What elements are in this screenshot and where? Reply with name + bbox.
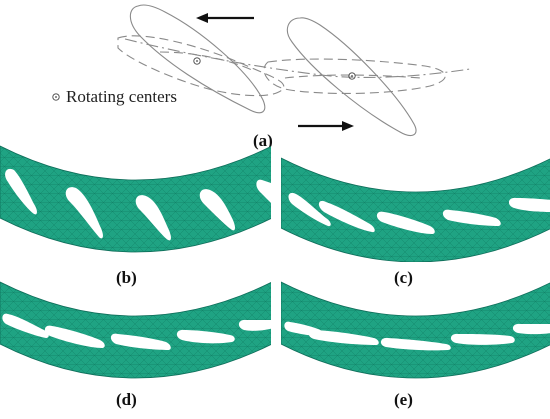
mesh-band	[281, 157, 550, 262]
blade-hole	[513, 323, 550, 335]
blade-right-outline	[286, 17, 417, 136]
blades	[5, 168, 271, 241]
blade-left-swept-path	[117, 35, 285, 97]
panel-a-schematic: Rotating centers (a)	[52, 4, 471, 150]
panel-e-mesh	[281, 281, 550, 379]
legend: Rotating centers	[52, 87, 177, 106]
arrow-left-icon	[196, 13, 254, 23]
panel-e-label: (e)	[394, 390, 413, 409]
blade-hole	[256, 179, 271, 203]
blade-hole	[135, 195, 171, 241]
panel-a-label: (a)	[253, 131, 273, 150]
blade-hole	[199, 189, 235, 231]
blade-hole	[5, 168, 37, 215]
rotating-center-icon	[348, 72, 356, 80]
blade-hole	[509, 197, 550, 212]
blade-hole	[239, 319, 271, 331]
motion-centerline	[124, 38, 471, 78]
arrow-right-icon	[298, 121, 354, 131]
blade-hole	[450, 333, 515, 345]
panel-c-mesh	[281, 157, 550, 262]
blade-right-swept-path	[263, 58, 446, 95]
mesh-band	[0, 281, 271, 379]
blades	[2, 313, 271, 350]
panel-d-label: (d)	[116, 390, 137, 409]
blade-hole	[442, 209, 501, 226]
rotating-center-icon	[52, 93, 60, 101]
blade-hole	[65, 187, 103, 239]
mesh-band	[0, 145, 271, 253]
blade-hole	[176, 329, 235, 344]
blade-hole	[318, 200, 375, 233]
blades	[288, 192, 550, 234]
rotating-center-icon	[193, 57, 201, 65]
blade-hole	[44, 325, 105, 348]
panel-d-mesh	[0, 281, 271, 379]
blade-right-swept-path-inner	[284, 74, 421, 79]
blade-hole	[308, 329, 379, 345]
panel-c-label: (c)	[394, 268, 413, 287]
blade-hole	[110, 333, 171, 350]
panel-b-label: (b)	[116, 268, 137, 287]
legend-label: Rotating centers	[66, 87, 177, 106]
blades	[284, 321, 550, 351]
panel-b-mesh	[0, 145, 271, 253]
mesh-band	[281, 281, 550, 379]
blade-hole	[2, 313, 49, 338]
blade-hole	[288, 192, 331, 227]
blade-left-swept-path-inner	[159, 51, 253, 71]
blade-hole	[376, 211, 435, 234]
blade-hole	[380, 337, 451, 351]
